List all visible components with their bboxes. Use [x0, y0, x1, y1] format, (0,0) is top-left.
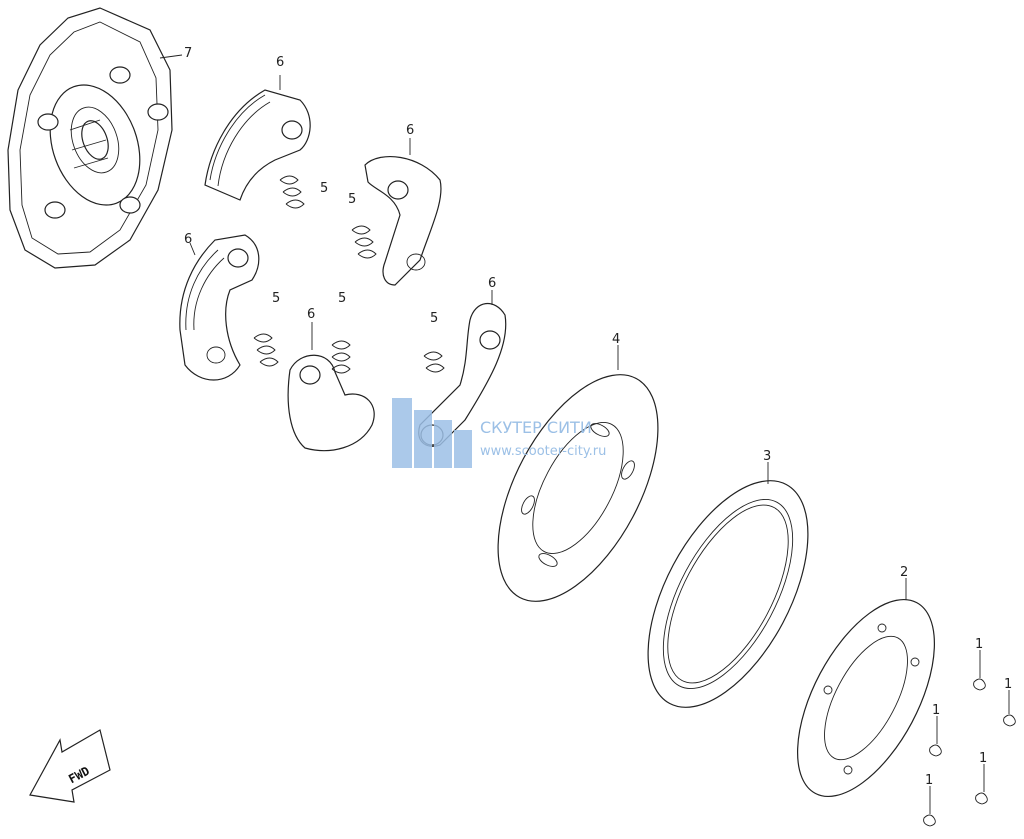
- callout-5b: 5: [348, 192, 356, 207]
- part-7-drive-plate: [7, 7, 183, 269]
- callout-6d: 6: [307, 307, 315, 322]
- callout-1a: 1: [975, 637, 983, 652]
- part-5-spring-3: [253, 333, 279, 367]
- callout-5c: 5: [272, 291, 280, 306]
- part-6-shoe-left: [179, 234, 260, 381]
- callout-6e: 6: [488, 276, 496, 291]
- part-6-shoe-middle: [287, 322, 375, 452]
- callout-3: 3: [763, 449, 771, 464]
- watermark-brand: СКУТЕР СИТИ: [480, 418, 592, 437]
- watermark: СКУТЕР СИТИ www.scooter-city.ru: [392, 398, 606, 468]
- part-6-shoe-right: [364, 138, 442, 286]
- callout-1c: 1: [932, 703, 940, 718]
- part-5-spring-5: [423, 351, 445, 373]
- callout-1d: 1: [979, 751, 987, 766]
- fwd-arrow: FWD: [29, 729, 111, 803]
- part-4-plate: [497, 345, 659, 602]
- callout-2: 2: [900, 565, 908, 580]
- callout-labels: 7 6 6 6 6 6 5 5 5 5 5 4 3 2 1 1 1 1 1: [184, 46, 1012, 788]
- callout-7: 7: [184, 46, 192, 61]
- part-6-shoe-top: [204, 75, 311, 201]
- callout-6c: 6: [184, 232, 192, 247]
- watermark-url: www.scooter-city.ru: [480, 444, 606, 459]
- part-1-clips: [923, 650, 1016, 827]
- callout-4: 4: [612, 332, 620, 347]
- callout-1e: 1: [925, 773, 933, 788]
- callout-6b: 6: [406, 123, 414, 138]
- callout-5d: 5: [338, 291, 346, 306]
- callout-6a: 6: [276, 55, 284, 70]
- part-3-ring: [647, 462, 809, 708]
- callout-5a: 5: [320, 181, 328, 196]
- part-5-spring-4: [331, 340, 351, 374]
- part-2-plate: [796, 578, 936, 798]
- part-5-spring-2: [351, 225, 377, 259]
- callout-1b: 1: [1004, 677, 1012, 692]
- callout-5e: 5: [430, 311, 438, 326]
- part-5-spring-1: [279, 175, 305, 209]
